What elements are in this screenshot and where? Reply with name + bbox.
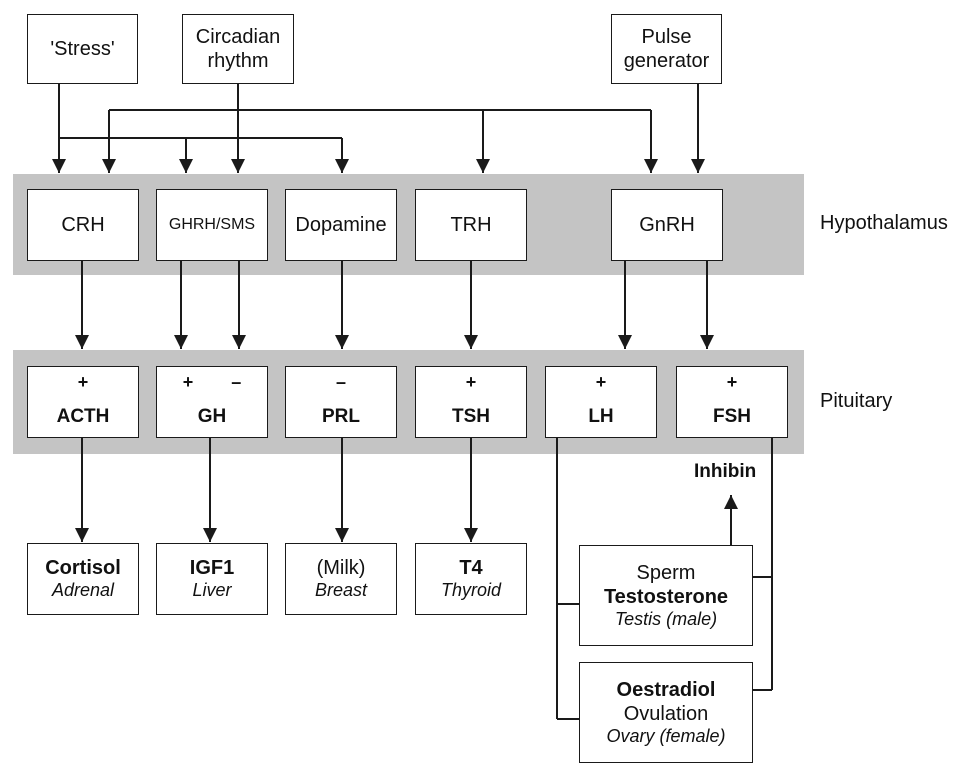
cortisol-label: Cortisol [45,557,121,580]
prl-sign: – [335,372,346,392]
t4-label: T4 [459,557,483,580]
circadian-rhythm-box: Circadian rhythm [182,14,294,84]
oestradiol-label: Oestradiol [616,678,716,701]
stress-label: 'Stress' [50,38,115,60]
trh-box: TRH [415,189,527,261]
gh-plus-sign: + [182,372,194,392]
gnrh-label: GnRH [639,214,695,236]
acth-box: + ACTH [27,366,139,438]
crh-box: CRH [27,189,139,261]
fsh-box: + FSH [676,366,788,438]
pituitary-band [13,350,804,454]
testosterone-label: Testosterone [603,585,729,608]
tsh-label: TSH [452,406,490,428]
prl-label: PRL [322,406,360,428]
t4-box: T4 Thyroid [415,543,527,615]
hypothalamus-label: Hypothalamus [820,212,948,234]
igf1-label: IGF1 [189,557,235,580]
thyroid-label: Thyroid [440,580,502,601]
dopamine-label: Dopamine [295,214,387,236]
liver-label: Liver [192,580,232,601]
lh-label: LH [588,406,614,428]
igf1-box: IGF1 Liver [156,543,268,615]
gh-label: GH [197,406,227,428]
fsh-sign: + [726,372,738,392]
acth-sign: + [77,372,89,392]
stress-box: 'Stress' [27,14,138,84]
breast-label: Breast [314,580,368,601]
testis-label: Testis (male) [614,608,718,629]
ghrh-sms-box: GHRH/SMS [156,189,268,261]
circadian-label-line1: Circadian [195,26,281,48]
ovary-box: Oestradiol Ovulation Ovary (female) [579,662,753,763]
ghrh-sms-label: GHRH/SMS [168,216,256,234]
pituitary-label: Pituitary [820,390,893,412]
testis-box: Sperm Testosterone Testis (male) [579,545,753,646]
tsh-box: + TSH [415,366,527,438]
pulse-label-line1: Pulse [641,26,692,48]
prl-box: – PRL [285,366,397,438]
sperm-label: Sperm [636,561,696,584]
dopamine-box: Dopamine [285,189,397,261]
lh-sign: + [595,372,607,392]
tsh-sign: + [465,372,477,392]
pulse-generator-box: Pulse generator [611,14,722,84]
ovulation-label: Ovulation [623,702,709,725]
inhibin-label: Inhibin [694,461,757,482]
acth-label: ACTH [56,406,110,428]
gh-minus-sign: – [231,372,242,392]
gh-box: + – GH [156,366,268,438]
trh-label: TRH [450,214,492,236]
ovary-label: Ovary (female) [606,725,726,746]
fsh-label: FSH [713,406,751,428]
adrenal-label: Adrenal [51,580,115,601]
crh-label: CRH [61,214,105,236]
lh-box: + LH [545,366,657,438]
cortisol-box: Cortisol Adrenal [27,543,139,615]
milk-box: (Milk) Breast [285,543,397,615]
pulse-label-line2: generator [623,50,710,72]
gnrh-box: GnRH [611,189,723,261]
milk-label: (Milk) [316,557,366,580]
circadian-label-line2: rhythm [207,50,269,72]
